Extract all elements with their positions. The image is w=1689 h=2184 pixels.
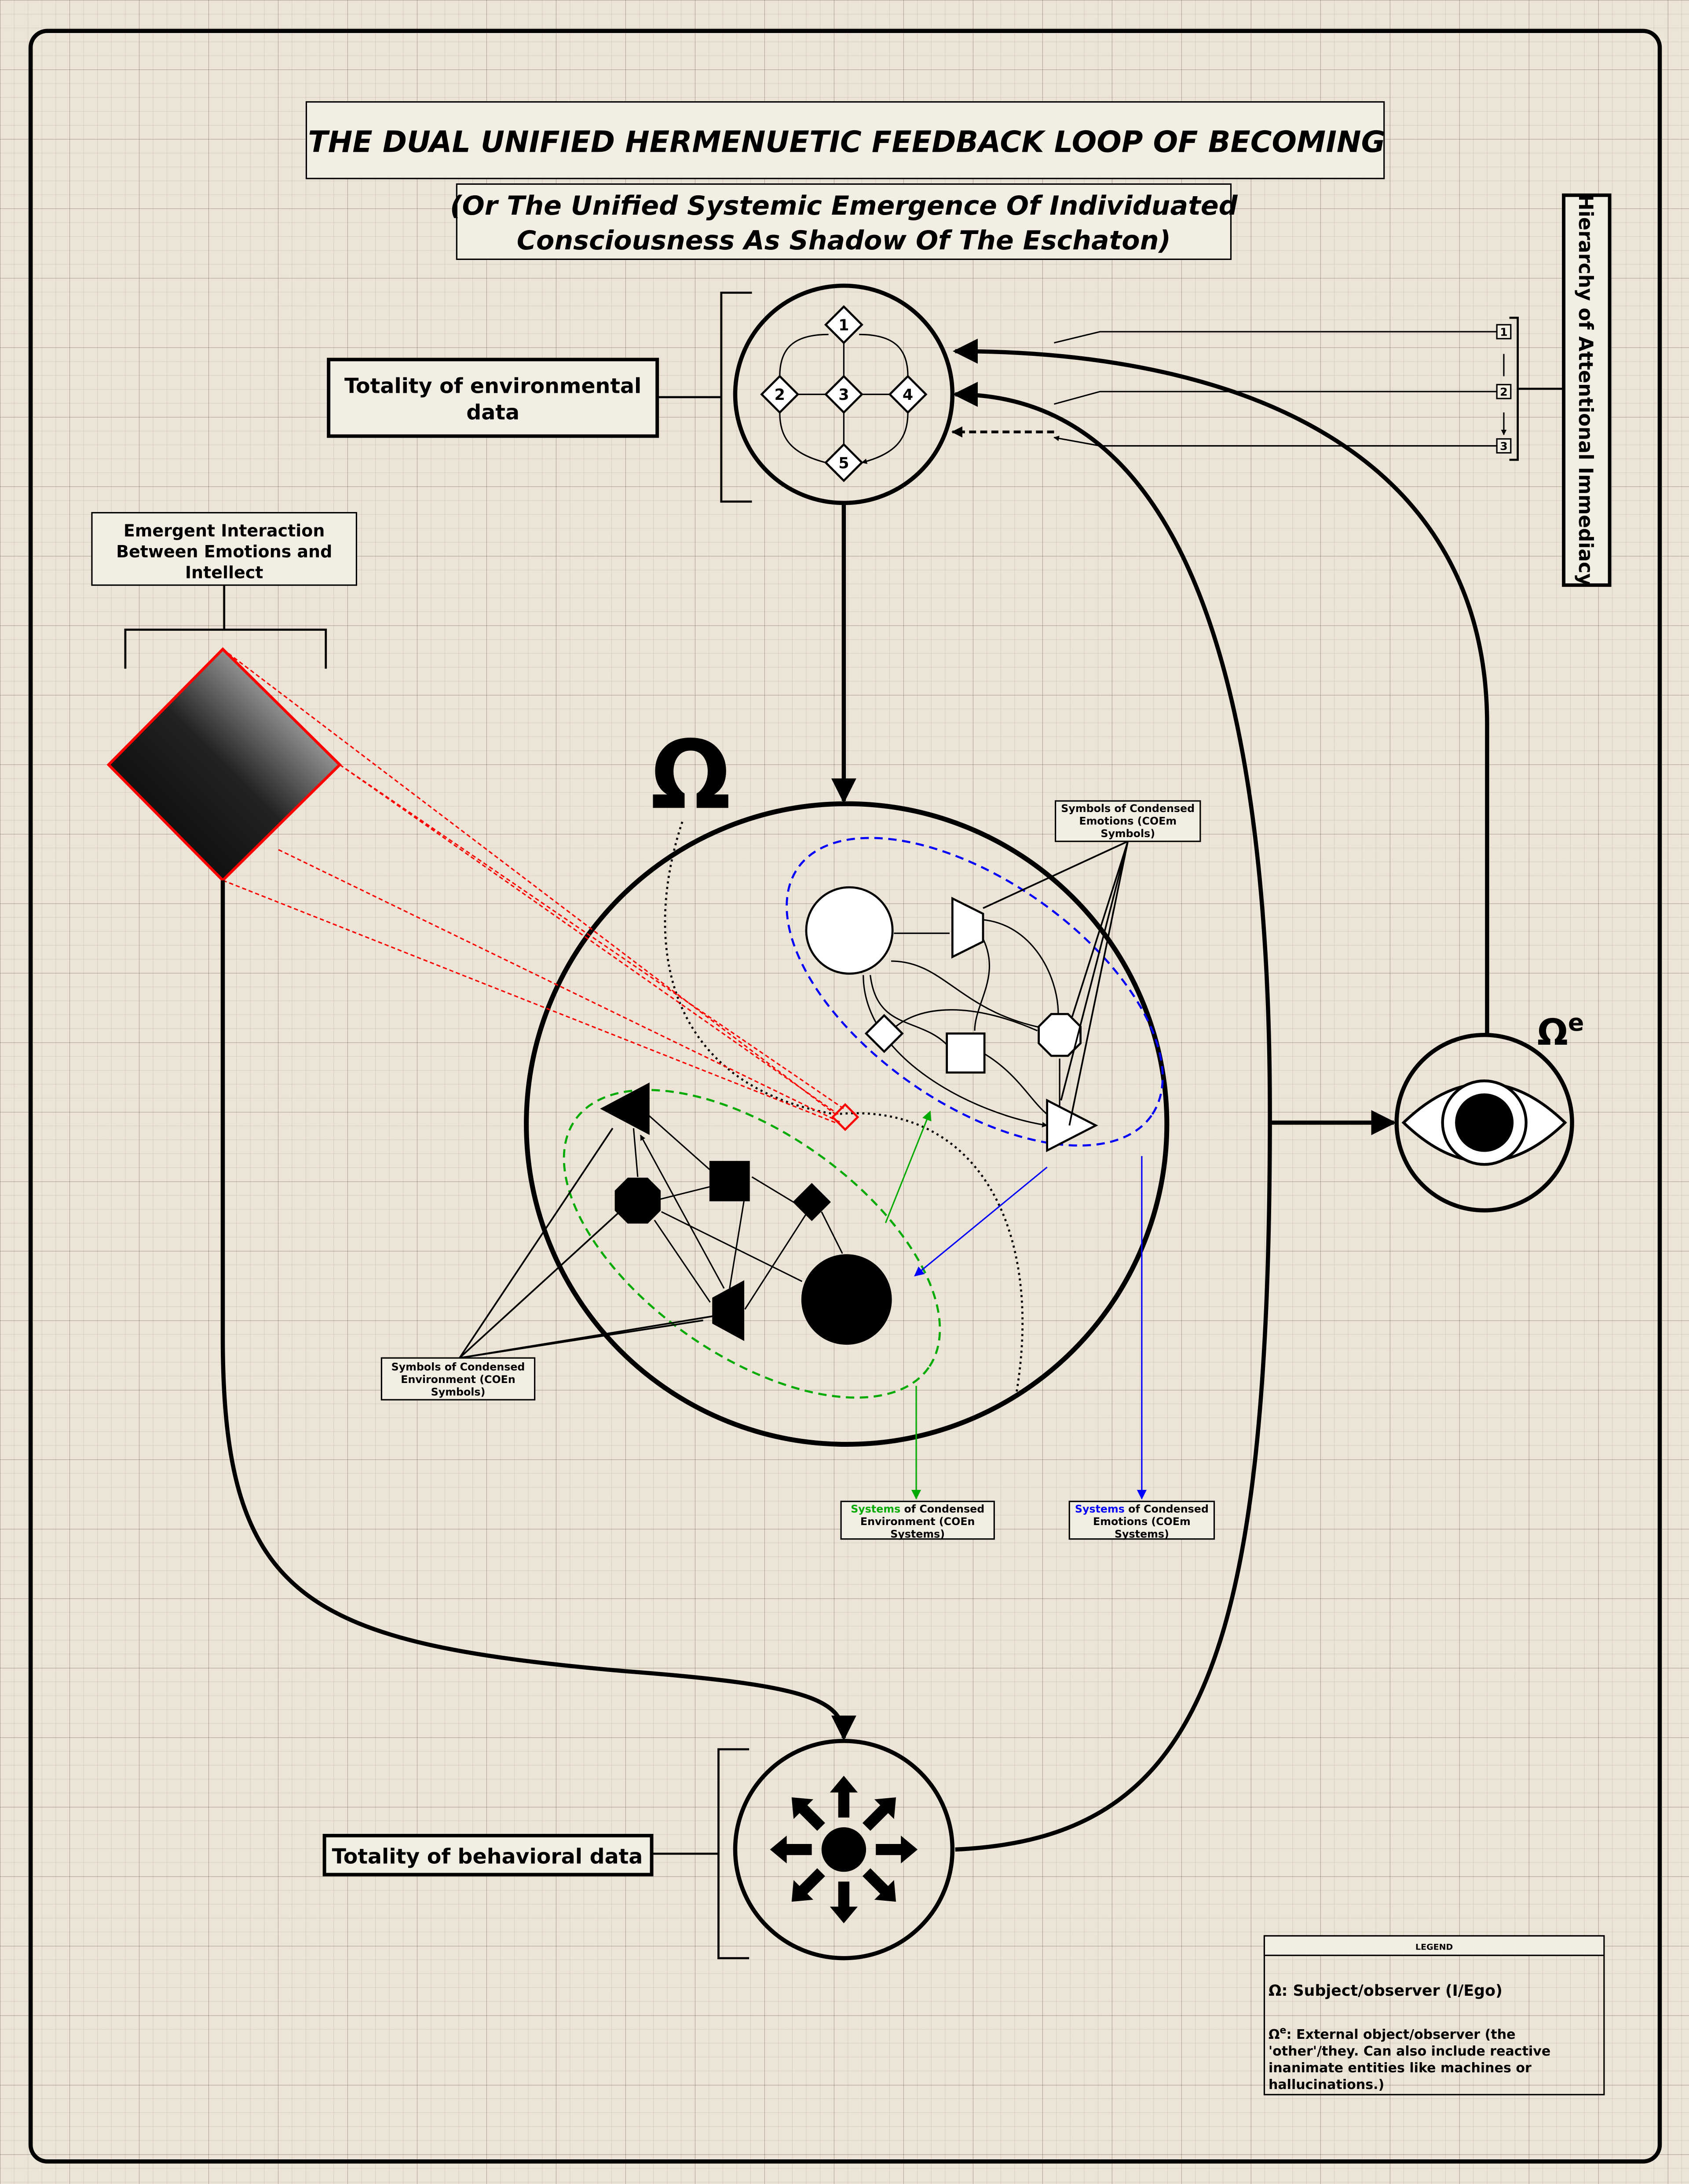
filled-octagon-symbol bbox=[614, 1178, 661, 1224]
filled-diamond-symbol bbox=[793, 1183, 831, 1221]
node-5: 5 bbox=[838, 454, 849, 472]
label: Symbols of Condensed bbox=[391, 1361, 525, 1373]
label: Systems) bbox=[890, 1528, 945, 1540]
octagon-symbol bbox=[1038, 1013, 1082, 1057]
label: Intellect bbox=[185, 563, 263, 582]
level-2: 2 bbox=[1500, 385, 1508, 399]
filled-trapezoid-symbol bbox=[712, 1280, 745, 1341]
triangle-symbol bbox=[1046, 1098, 1098, 1152]
page-border bbox=[28, 29, 1662, 2164]
hierarchy-arrows bbox=[1054, 331, 1497, 447]
node-2: 2 bbox=[775, 386, 785, 404]
label: Emotions (COEm bbox=[1079, 815, 1177, 827]
filled-circle-symbol bbox=[801, 1254, 892, 1345]
subtitle-box: (Or The Unified Systemic Emergence Of In… bbox=[450, 183, 1238, 260]
environment-system-ellipse bbox=[563, 1089, 941, 1399]
omega-circle bbox=[524, 801, 1170, 1447]
legend-item: Ω: Subject/observer (I/Ego) bbox=[1269, 1982, 1503, 2000]
subtitle-line: Consciousness As Shadow Of The Eschaton) bbox=[517, 225, 1171, 256]
label: Symbols of Condensed bbox=[1061, 802, 1195, 815]
label: Between Emotions and bbox=[116, 542, 332, 561]
legend-item: Ωe: External object/observer (the bbox=[1269, 2025, 1516, 2043]
svg-text:Systems of Condensed: Systems of Condensed bbox=[851, 1503, 984, 1515]
arrow-to-behavior bbox=[220, 880, 856, 1741]
circle-symbol bbox=[805, 886, 894, 975]
coen-symbols-label: Symbols of Condensed Environment (COEn S… bbox=[380, 1357, 536, 1401]
legend: LEGEND Ω: Subject/observer (I/Ego) Ωe: E… bbox=[1263, 1935, 1605, 2096]
subtitle-line: (Or The Unified Systemic Emergence Of In… bbox=[450, 190, 1238, 221]
emergent-point bbox=[831, 1103, 859, 1131]
label: Totality of environmental bbox=[344, 374, 641, 398]
legend-item-line: hallucinations.) bbox=[1269, 2077, 1384, 2093]
label: data bbox=[466, 400, 519, 424]
coem-symbols-label: Symbols of Condensed Emotions (COEm Symb… bbox=[1055, 800, 1201, 842]
behavioral-data-node bbox=[733, 1738, 955, 1961]
behav-label-box: Totality of behavioral data bbox=[322, 1834, 654, 1877]
label: Totality of behavioral data bbox=[332, 1844, 643, 1869]
legend-item-line: 'other'/they. Can also include reactive bbox=[1269, 2044, 1550, 2059]
label: Emergent Interaction bbox=[124, 521, 325, 540]
environmental-data-node: 1 2 3 4 5 bbox=[733, 283, 955, 505]
node-4: 4 bbox=[903, 386, 913, 404]
diamond-symbol bbox=[864, 1014, 904, 1054]
coen-symbols bbox=[600, 1082, 892, 1345]
emergent-interaction-node: Emergent Interaction Between Emotions an… bbox=[91, 512, 358, 882]
omega-e-node: Ωe bbox=[1394, 1009, 1584, 1213]
bracket bbox=[657, 292, 752, 503]
coem-systems-label: Systems of Condensed Emotions (COEm Syst… bbox=[1068, 1500, 1215, 1540]
trapezoid-symbol bbox=[951, 896, 984, 959]
emotions-system-ellipse bbox=[786, 837, 1164, 1147]
label: Environment (COEn bbox=[860, 1515, 975, 1528]
omega-e-label: Ωe bbox=[1537, 1009, 1584, 1054]
hierarchy-label: Hierarchy of Attentional Immediacy bbox=[1574, 194, 1597, 586]
node-3: 3 bbox=[838, 386, 849, 404]
level-1: 1 bbox=[1500, 326, 1508, 339]
label: Symbols) bbox=[1100, 827, 1155, 840]
omega-label: Ω bbox=[651, 720, 731, 830]
feedback-arrow-external bbox=[952, 338, 1489, 1035]
radiating-arrows-icon bbox=[770, 1775, 918, 1924]
feedback-arrow-behavioral bbox=[952, 382, 1272, 1852]
legend-item-line: inanimate entities like machines or bbox=[1269, 2060, 1532, 2076]
legend-title: LEGEND bbox=[1415, 1943, 1453, 1952]
filled-square-symbol bbox=[709, 1161, 750, 1202]
square-symbol bbox=[946, 1032, 986, 1074]
coem-symbols bbox=[805, 886, 1098, 1152]
level-3: 3 bbox=[1500, 439, 1508, 453]
hierarchy-box: Hierarchy of Attentional Immediacy bbox=[1562, 193, 1612, 587]
label: Symbols) bbox=[431, 1386, 486, 1398]
label: Emotions (COEm bbox=[1093, 1515, 1191, 1528]
title: THE DUAL UNIFIED HERMENUETIC FEEDBACK LO… bbox=[308, 125, 1385, 159]
bracket bbox=[1509, 316, 1564, 461]
title-box: THE DUAL UNIFIED HERMENUETIC FEEDBACK LO… bbox=[305, 101, 1385, 179]
label: Systems) bbox=[1115, 1528, 1169, 1540]
coen-systems-label: Systems of Condensed Environment (COEn S… bbox=[840, 1500, 995, 1540]
emergent-projection-lines bbox=[222, 648, 844, 1123]
svg-text:Systems of Condensed: Systems of Condensed bbox=[1075, 1503, 1209, 1515]
env-label-box: Totality of environmental data bbox=[327, 358, 659, 438]
filled-triangle-symbol bbox=[600, 1082, 650, 1135]
label: Environment (COEn bbox=[401, 1373, 515, 1386]
node-1: 1 bbox=[838, 317, 849, 334]
